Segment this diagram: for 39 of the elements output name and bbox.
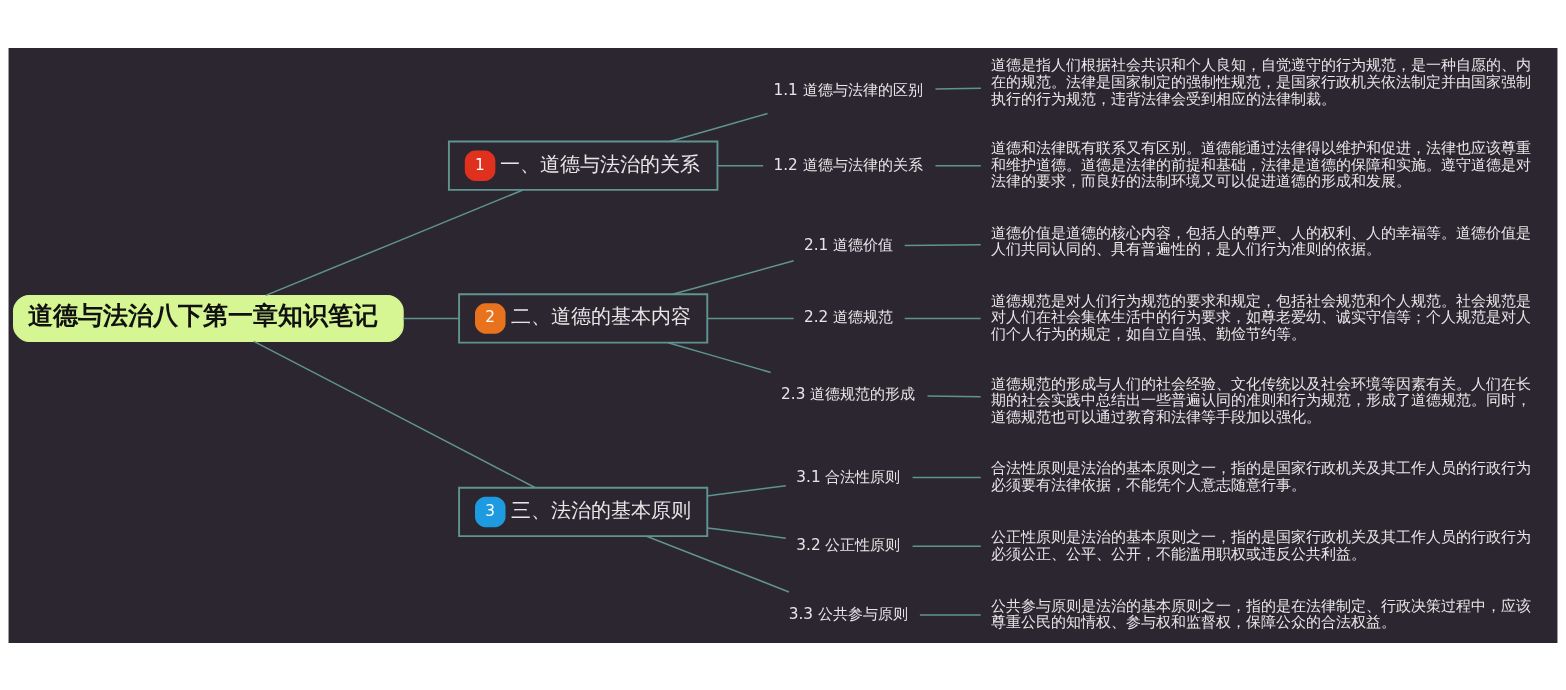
node-box: 1 一、道德与法治的关系 [447, 140, 719, 191]
connector [716, 164, 764, 166]
node-text: 公正性原则是法治的基本原则之一，指的是国家行政机关及其工作人员的行政行为必须公正、公平、公开，不能滥用职权或违反公共利益。 [991, 527, 1532, 562]
connector [903, 243, 982, 246]
connector [253, 340, 536, 488]
node-text: 1.1 道德与法律的区别 [773, 80, 923, 99]
node-box: 道德与法治八下第一章知识笔记 [13, 294, 404, 342]
connector [667, 341, 772, 373]
node-box: 3 三、法治的基本原则 [458, 486, 709, 537]
node-text: 1.2 道德与法律的关系 [773, 155, 923, 174]
node-text: 2.2 道德规范 [804, 307, 894, 326]
node-text: 道德价值是道德的核心内容，包括人的尊严、人的权利、人的幸福等。道德价值是人们共同认同的、具有普遍性的，是人们行为准则的依据。 [991, 223, 1532, 258]
connector [706, 317, 795, 319]
connector [934, 164, 982, 166]
connector [706, 526, 787, 539]
connector [919, 613, 982, 616]
node-text: 公共参与原则是法治的基本原则之一，指的是在法律制定、行政决策过程中，应该尊重公民的知情权、参与权和监督权，保障公众的合法权益。 [991, 596, 1532, 631]
node-text: 2.3 道德规范的形成 [781, 384, 916, 403]
connector [265, 188, 524, 296]
connector [911, 545, 982, 547]
node-text: 3.2 公正性原则 [796, 535, 901, 554]
connector [668, 112, 769, 142]
connector [402, 317, 460, 319]
connector [926, 394, 982, 398]
node-text: 道德规范的形成与人们的社会经验、文化传统以及社会环境等因素有关。人们在长期的社会实践中总结出一些普遍认同的准则和行为规范，形成了道德规范。同时，道德规范也可以通过教育和法律等手段加以强化。 [991, 374, 1532, 426]
connector [671, 259, 795, 295]
node-text: 道德是指人们根据社会共识和个人良知，自觉遵守的行为规范，是一种自愿的、内在的规范。法律是国家制定的强制性规范，是国家行政机关依法制定并由国家强制执行的行为规范，违背法律会受到相应的法律制裁。 [991, 55, 1532, 107]
node-text: 道德规范是对人们行为规范的要求和规定，包括社会规范和个人规范。社会规范是对人们在社会集体生活中的行为要求，如尊老爱幼、诚实守信等；个人规范是对人们个人行为的规定，如自立自强、勤俭节约等。 [991, 291, 1532, 343]
node-text: 3.1 合法性原则 [796, 466, 901, 485]
node-text: 3.3 公共参与原则 [788, 604, 908, 623]
node-text: 合法性原则是法治的基本原则之一，指的是国家行政机关及其工作人员的行政行为必须要有法律依据，不能凭个人意志随意行事。 [991, 458, 1532, 494]
connector [645, 534, 790, 593]
connector [934, 86, 982, 90]
connector [903, 317, 982, 319]
node-text: 道德和法律既有联系又有区别。道德能通过法律得以维护和促进，法律也应该尊重和维护道德。道德是法律的前提和基础，法律是道德的保障和实施。遵守道德是对法律的要求，而良好的法制环境又可以促进道德的形成和发展。 [991, 138, 1532, 190]
connector [911, 476, 982, 478]
node-box: 2 二、道德的基本内容 [458, 292, 709, 344]
node-text: 2.1 道德价值 [804, 235, 894, 254]
connector [706, 484, 787, 497]
